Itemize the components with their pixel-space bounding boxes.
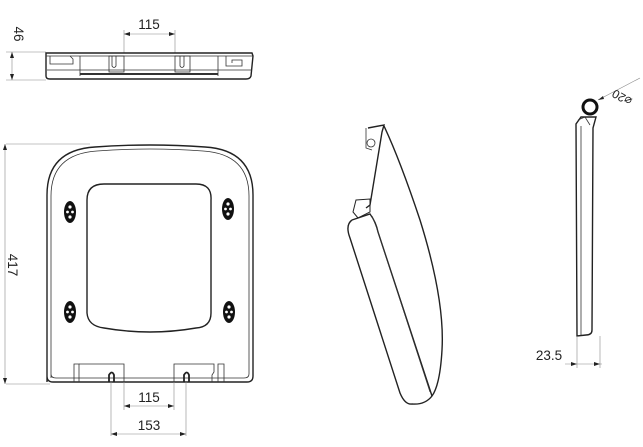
plan-outer-spacing-label: 153 bbox=[138, 418, 161, 433]
plan-inner-spacing-label: 115 bbox=[138, 390, 160, 405]
side-hinge-spacing-label: 115 bbox=[138, 17, 160, 32]
bumper-bottom-right bbox=[223, 301, 235, 323]
bumper-top-right bbox=[222, 198, 234, 220]
profile-thickness-label: 23.5 bbox=[536, 348, 562, 363]
hinge-diameter-label: ⌀20 bbox=[609, 86, 634, 109]
top-plan-view: 417 bbox=[3, 143, 254, 436]
bumper-bottom-left bbox=[64, 301, 76, 323]
plan-length-label: 417 bbox=[5, 254, 20, 277]
bumper-top-left bbox=[64, 201, 76, 223]
profile-view: ⌀20 23.5 bbox=[536, 77, 641, 368]
side-height-label: 46 bbox=[11, 26, 26, 41]
side-elevation-view: 46 115 bbox=[6, 17, 254, 81]
perspective-view bbox=[347, 124, 444, 405]
